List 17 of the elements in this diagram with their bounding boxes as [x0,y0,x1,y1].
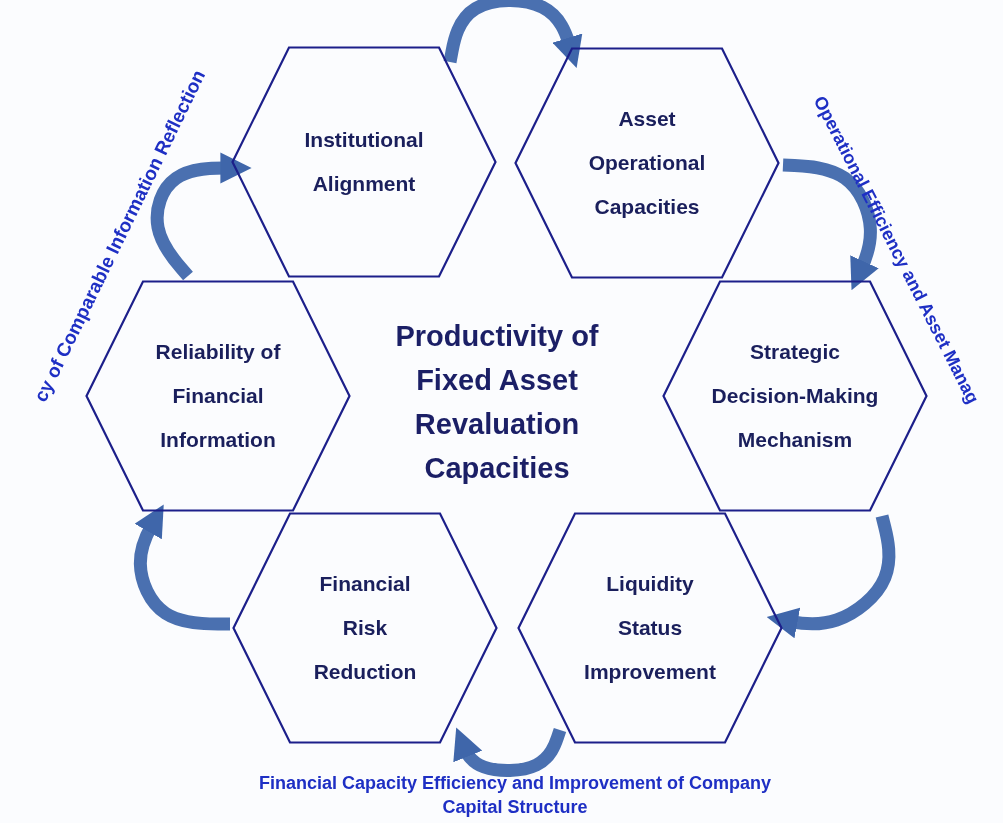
node-label: Institutional Alignment [303,127,425,197]
node-label: Asset Operational Capacities [587,106,707,220]
hexagon-node [231,46,497,278]
node-label: Liquidity Status Improvement [583,571,717,685]
curved-arrow [150,152,252,281]
node-label: Reliability of Financial Information [154,339,282,453]
bottom-caption: Financial Capacity Efficiency and Improvement of Company Capital Structure [257,772,773,819]
node-label: Strategic Decision-Making Mechanism [710,339,880,453]
hexagon-node [514,47,780,279]
hexagon-node [517,512,783,744]
node-label: Financial Risk Reduction [312,571,418,685]
curved-arrow [443,0,583,68]
curved-arrow [782,158,879,291]
curved-arrow [133,504,230,631]
center-title: Productivity of Fixed Asset Revaluation Capacities [394,319,600,486]
curved-arrow [766,514,896,639]
hexagon-node [232,512,498,744]
